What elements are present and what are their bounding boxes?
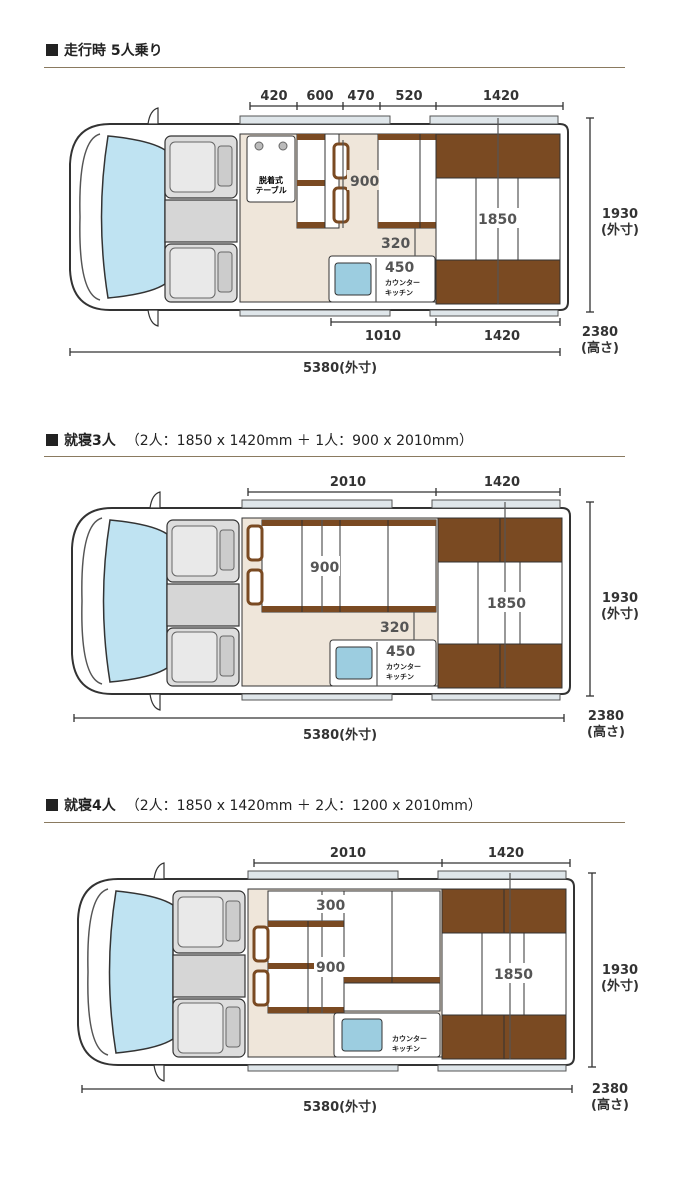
top-dimension-line xyxy=(253,859,571,867)
width-dimension-line xyxy=(586,501,594,697)
section-title-text: 就寝3人 xyxy=(64,433,116,449)
label-bg xyxy=(308,556,340,576)
section-subtitle: （2人：1850 x 1420mm ＋ 1人：900 x 2010mm） xyxy=(125,433,473,449)
top-dimension-line xyxy=(249,102,564,110)
dim-2010: 2010 xyxy=(330,846,366,861)
width-dimension-line xyxy=(586,117,594,313)
dim-1850: 1850 xyxy=(487,596,526,612)
rear-bed xyxy=(441,888,567,1060)
dim-1420-top: 1420 xyxy=(484,475,520,490)
kitchen-label: カウンター xyxy=(392,1034,427,1043)
dim-450: 450 xyxy=(385,260,414,276)
overall-width-note: (外寸) xyxy=(601,606,639,622)
label-bg xyxy=(314,895,348,913)
front-seats xyxy=(166,519,240,687)
dim-900: 900 xyxy=(310,560,339,576)
van-floorplan-sleep-4: カウンター キッチン 300 900 1850 2010 1420 5380(外… xyxy=(77,846,639,1115)
overall-height: 2380 xyxy=(582,325,618,340)
dim-300: 300 xyxy=(316,898,345,914)
dim-320: 320 xyxy=(380,620,409,636)
overall-width: 1930 xyxy=(602,207,638,222)
length-dimension-line xyxy=(73,714,565,722)
overall-height: 2380 xyxy=(588,709,624,724)
dim-900: 900 xyxy=(316,960,345,976)
overall-width: 1930 xyxy=(602,591,638,606)
length-dimension-line xyxy=(81,1085,573,1093)
van-floorplan-driving: 脱着式 テーブル xyxy=(69,89,639,376)
section-rule xyxy=(44,822,625,823)
overall-length: 5380(外寸) xyxy=(303,360,377,376)
dim-900: 900 xyxy=(350,174,379,190)
second-row-seats xyxy=(296,133,437,229)
counter-kitchen: カウンター キッチン xyxy=(329,639,437,687)
dim-1850: 1850 xyxy=(478,212,517,228)
section-title: 走行時 5人乗り xyxy=(46,40,163,60)
table-label-2: テーブル xyxy=(255,185,287,195)
label-bg xyxy=(347,170,379,190)
overall-width-note: (外寸) xyxy=(601,222,639,238)
dim-1010: 1010 xyxy=(365,329,401,344)
dim-2010: 2010 xyxy=(330,475,366,490)
kitchen-label: カウンター xyxy=(385,278,420,287)
single-bed xyxy=(246,519,437,613)
dim-1420-bottom: 1420 xyxy=(484,329,520,344)
detachable-table: 脱着式 テーブル xyxy=(246,135,296,203)
label-bg xyxy=(477,208,519,228)
bottom-dimension-line xyxy=(69,318,561,356)
section-title-text: 走行時 5人乗り xyxy=(64,43,163,59)
overall-width: 1930 xyxy=(602,963,638,978)
overall-length: 5380(外寸) xyxy=(303,1099,377,1115)
label-bg xyxy=(492,963,534,983)
overall-width-note: (外寸) xyxy=(601,978,639,994)
section-title-text: 就寝4人 xyxy=(64,798,116,814)
label-bg xyxy=(485,592,527,612)
square-bullet-icon xyxy=(46,434,58,446)
section-rule xyxy=(44,456,625,457)
kitchen-label-2: キッチン xyxy=(386,673,414,681)
kitchen-label-2: キッチン xyxy=(392,1045,420,1053)
overall-height-note: (高さ) xyxy=(581,340,619,356)
section-rule xyxy=(44,67,625,68)
overall-height-note: (高さ) xyxy=(587,724,625,740)
section-title: 就寝4人 （2人：1850 x 1420mm ＋ 2人：1200 x 2010mm… xyxy=(46,795,482,815)
section-sleep-4: 就寝4人 （2人：1850 x 1420mm ＋ 2人：1200 x 2010mm… xyxy=(0,755,680,1155)
square-bullet-icon xyxy=(46,799,58,811)
dim-420: 420 xyxy=(260,89,287,104)
dim-1850: 1850 xyxy=(494,967,533,983)
section-subtitle: （2人：1850 x 1420mm ＋ 2人：1200 x 2010mm） xyxy=(125,798,482,814)
top-dimension-line xyxy=(247,488,561,496)
counter-kitchen: カウンター キッチン xyxy=(333,1012,441,1058)
section-sleep-3: 就寝3人 （2人：1850 x 1420mm ＋ 1人：900 x 2010mm） xyxy=(0,390,680,775)
van-floorplan-sleep-3: カウンター キッチン 900 1850 320 450 2010 1420 53… xyxy=(71,475,639,743)
dim-1420-top: 1420 xyxy=(483,89,519,104)
dim-320: 320 xyxy=(381,236,410,252)
front-seats xyxy=(164,135,238,303)
overall-length: 5380(外寸) xyxy=(303,727,377,743)
label-bg xyxy=(314,957,348,977)
front-seats xyxy=(172,890,246,1058)
dim-1420-top: 1420 xyxy=(488,846,524,861)
dim-470: 470 xyxy=(347,89,374,104)
section-driving: 走行時 5人乗り xyxy=(0,0,680,390)
table-label: 脱着式 xyxy=(259,175,283,185)
section-title: 就寝3人 （2人：1850 x 1420mm ＋ 1人：900 x 2010mm） xyxy=(46,430,473,450)
kitchen-label: カウンター xyxy=(386,662,421,671)
square-bullet-icon xyxy=(46,44,58,56)
dim-450: 450 xyxy=(386,644,415,660)
counter-kitchen: カウンター キッチン xyxy=(328,255,436,303)
kitchen-label-2: キッチン xyxy=(385,289,413,297)
dim-600: 600 xyxy=(306,89,333,104)
dim-520: 520 xyxy=(395,89,422,104)
width-dimension-line xyxy=(588,872,596,1068)
overall-height: 2380 xyxy=(592,1082,628,1097)
overall-height-note: (高さ) xyxy=(591,1097,629,1113)
